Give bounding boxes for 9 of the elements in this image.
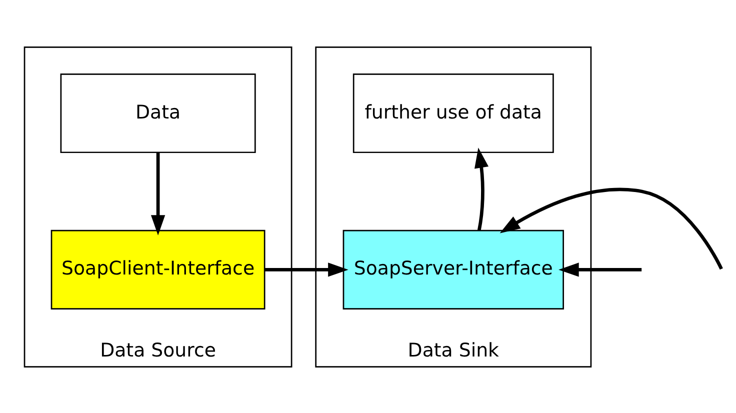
- arrow: [474, 147, 489, 230]
- node-box: SoapServer-Interface: [342, 229, 564, 309]
- arrow: [500, 187, 723, 270]
- node-box: Data: [60, 72, 256, 153]
- arrow: [558, 262, 642, 276]
- arrow: [150, 152, 166, 235]
- node-box: further use of data: [352, 72, 554, 153]
- node-box: SoapClient-Interface: [50, 229, 266, 309]
- arrow: [264, 262, 348, 276]
